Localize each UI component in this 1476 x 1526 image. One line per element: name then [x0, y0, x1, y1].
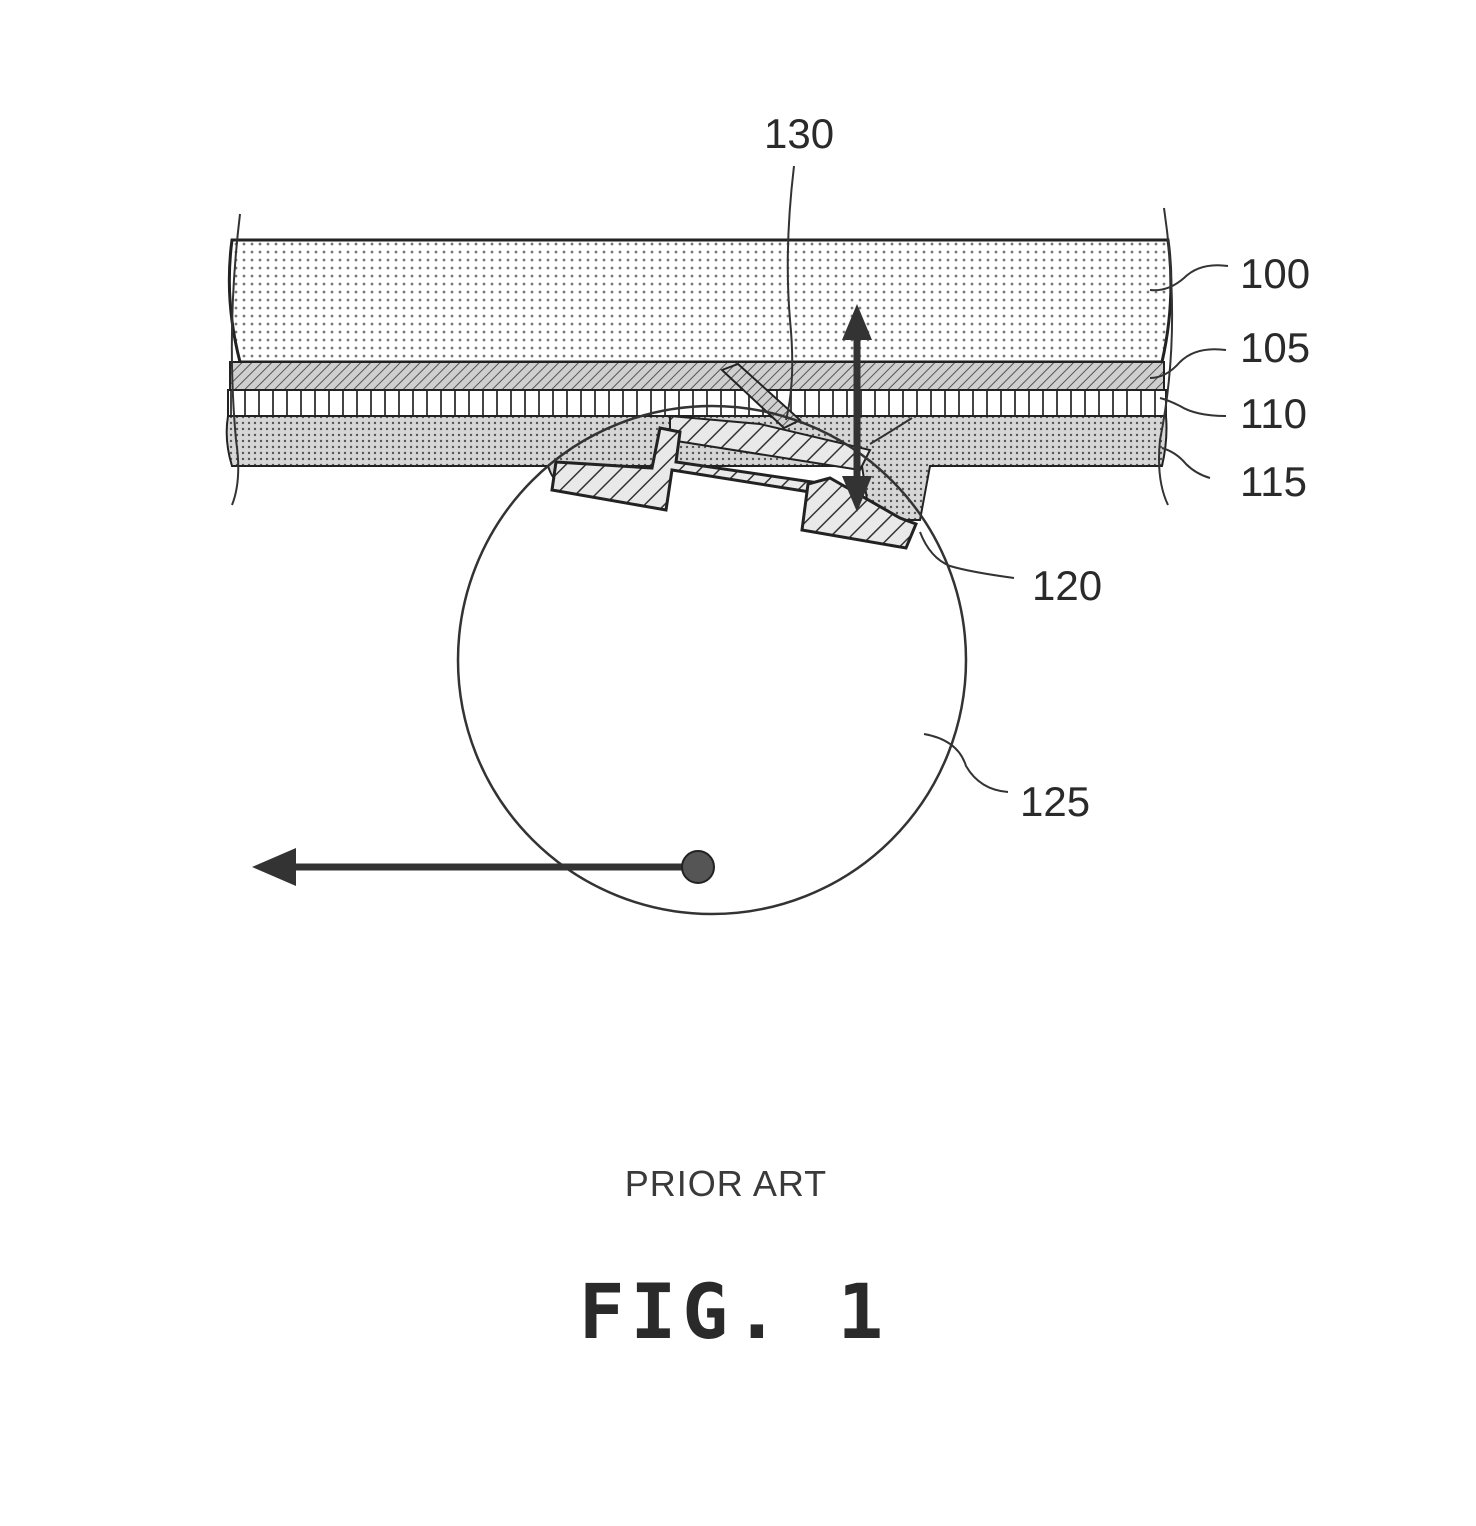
ref-label-100: 100	[1240, 250, 1310, 297]
layer-105	[230, 362, 1164, 390]
figure-caption: PRIOR ART	[625, 1163, 827, 1204]
motion-arrow	[252, 848, 714, 886]
ref-label-105: 105	[1240, 324, 1310, 371]
ref-label-115: 115	[1240, 458, 1307, 505]
layer-110	[228, 390, 1166, 416]
layer-100	[229, 240, 1171, 362]
ref-label-125: 125	[1020, 778, 1090, 825]
figure-title: FIG. 1	[579, 1267, 890, 1356]
motion-origin-dot	[682, 851, 714, 883]
ref-label-130: 130	[764, 110, 834, 157]
ref-label-110: 110	[1240, 390, 1307, 437]
ref-label-120: 120	[1032, 562, 1102, 609]
